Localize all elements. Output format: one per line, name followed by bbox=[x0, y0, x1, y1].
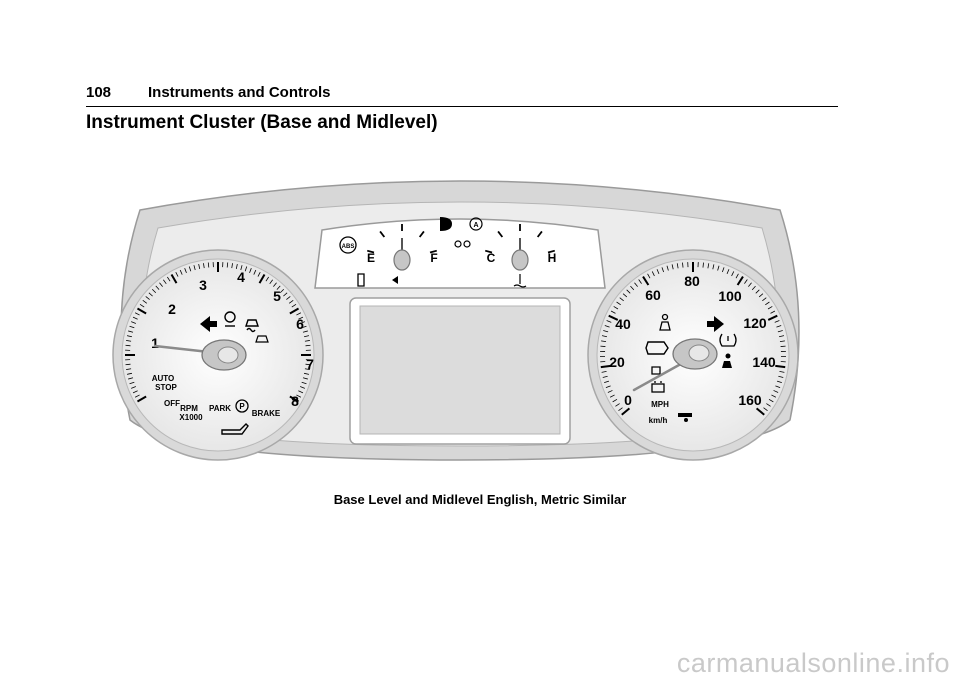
brake-label: BRAKE bbox=[252, 409, 281, 418]
auto-stop-label-line2: STOP bbox=[155, 383, 177, 392]
speedometer-hub-cap bbox=[689, 345, 709, 361]
page-number: 108 bbox=[86, 84, 111, 101]
tach-number-6: 6 bbox=[296, 316, 304, 332]
speed-number-0: 0 bbox=[624, 392, 632, 408]
chapter-title: Instruments and Controls bbox=[148, 84, 331, 101]
fuel-gauge-hub bbox=[394, 250, 410, 270]
tach-number-5: 5 bbox=[273, 288, 281, 304]
rpm-label: RPM bbox=[180, 404, 198, 413]
off-label: OFF bbox=[164, 399, 180, 408]
page-header: 108 Instruments and Controls bbox=[86, 84, 838, 107]
speed-number-20: 20 bbox=[609, 354, 625, 370]
center-display bbox=[360, 306, 560, 434]
rpm-multiplier-label: X1000 bbox=[179, 413, 203, 422]
gauge-tick bbox=[227, 263, 228, 268]
fuel-empty-label: E bbox=[367, 251, 375, 265]
svg-text:P: P bbox=[239, 402, 245, 411]
tach-number-3: 3 bbox=[199, 277, 207, 293]
temp-cold-label: C bbox=[487, 251, 496, 265]
speed-number-80: 80 bbox=[684, 273, 700, 289]
auto-stop-label-line1: AUTO bbox=[152, 374, 175, 383]
mph-label: MPH bbox=[651, 400, 669, 409]
figure-caption: Base Level and Midlevel English, Metric … bbox=[0, 492, 960, 507]
gauge-tick bbox=[208, 263, 209, 268]
svg-text:A: A bbox=[473, 222, 478, 229]
gauge-tick bbox=[126, 364, 131, 365]
gauge-tick bbox=[306, 345, 311, 346]
fuel-full-label: F bbox=[430, 251, 437, 265]
speed-number-120: 120 bbox=[743, 315, 767, 331]
gauge-tick bbox=[775, 366, 785, 367]
gauge-tick bbox=[682, 263, 683, 268]
gauge-tick bbox=[126, 345, 131, 346]
gauge-tick bbox=[703, 263, 704, 268]
instrument-cluster-illustration: 1 2 3 4 5 6 7 8 AUTO STOP OFF RPM X1000 … bbox=[100, 160, 820, 490]
tachometer-hub-cap bbox=[218, 347, 238, 363]
speed-number-140: 140 bbox=[752, 354, 776, 370]
tach-number-2: 2 bbox=[168, 301, 176, 317]
svg-text:ABS: ABS bbox=[342, 244, 355, 250]
speed-number-40: 40 bbox=[615, 316, 631, 332]
tach-number-4: 4 bbox=[237, 269, 245, 285]
kmh-label: km/h bbox=[649, 416, 668, 425]
tach-number-1: 1 bbox=[151, 335, 159, 351]
temp-hot-label: H bbox=[548, 251, 557, 265]
temp-gauge-hub bbox=[512, 250, 528, 270]
tach-number-7: 7 bbox=[306, 356, 314, 372]
section-title: Instrument Cluster (Base and Midlevel) bbox=[86, 112, 438, 134]
tach-number-8: 8 bbox=[291, 393, 299, 409]
park-label: PARK bbox=[209, 404, 231, 413]
speed-number-100: 100 bbox=[718, 288, 742, 304]
speed-number-160: 160 bbox=[738, 392, 762, 408]
watermark: carmanualsonline.info bbox=[677, 648, 950, 679]
speed-number-60: 60 bbox=[645, 287, 661, 303]
